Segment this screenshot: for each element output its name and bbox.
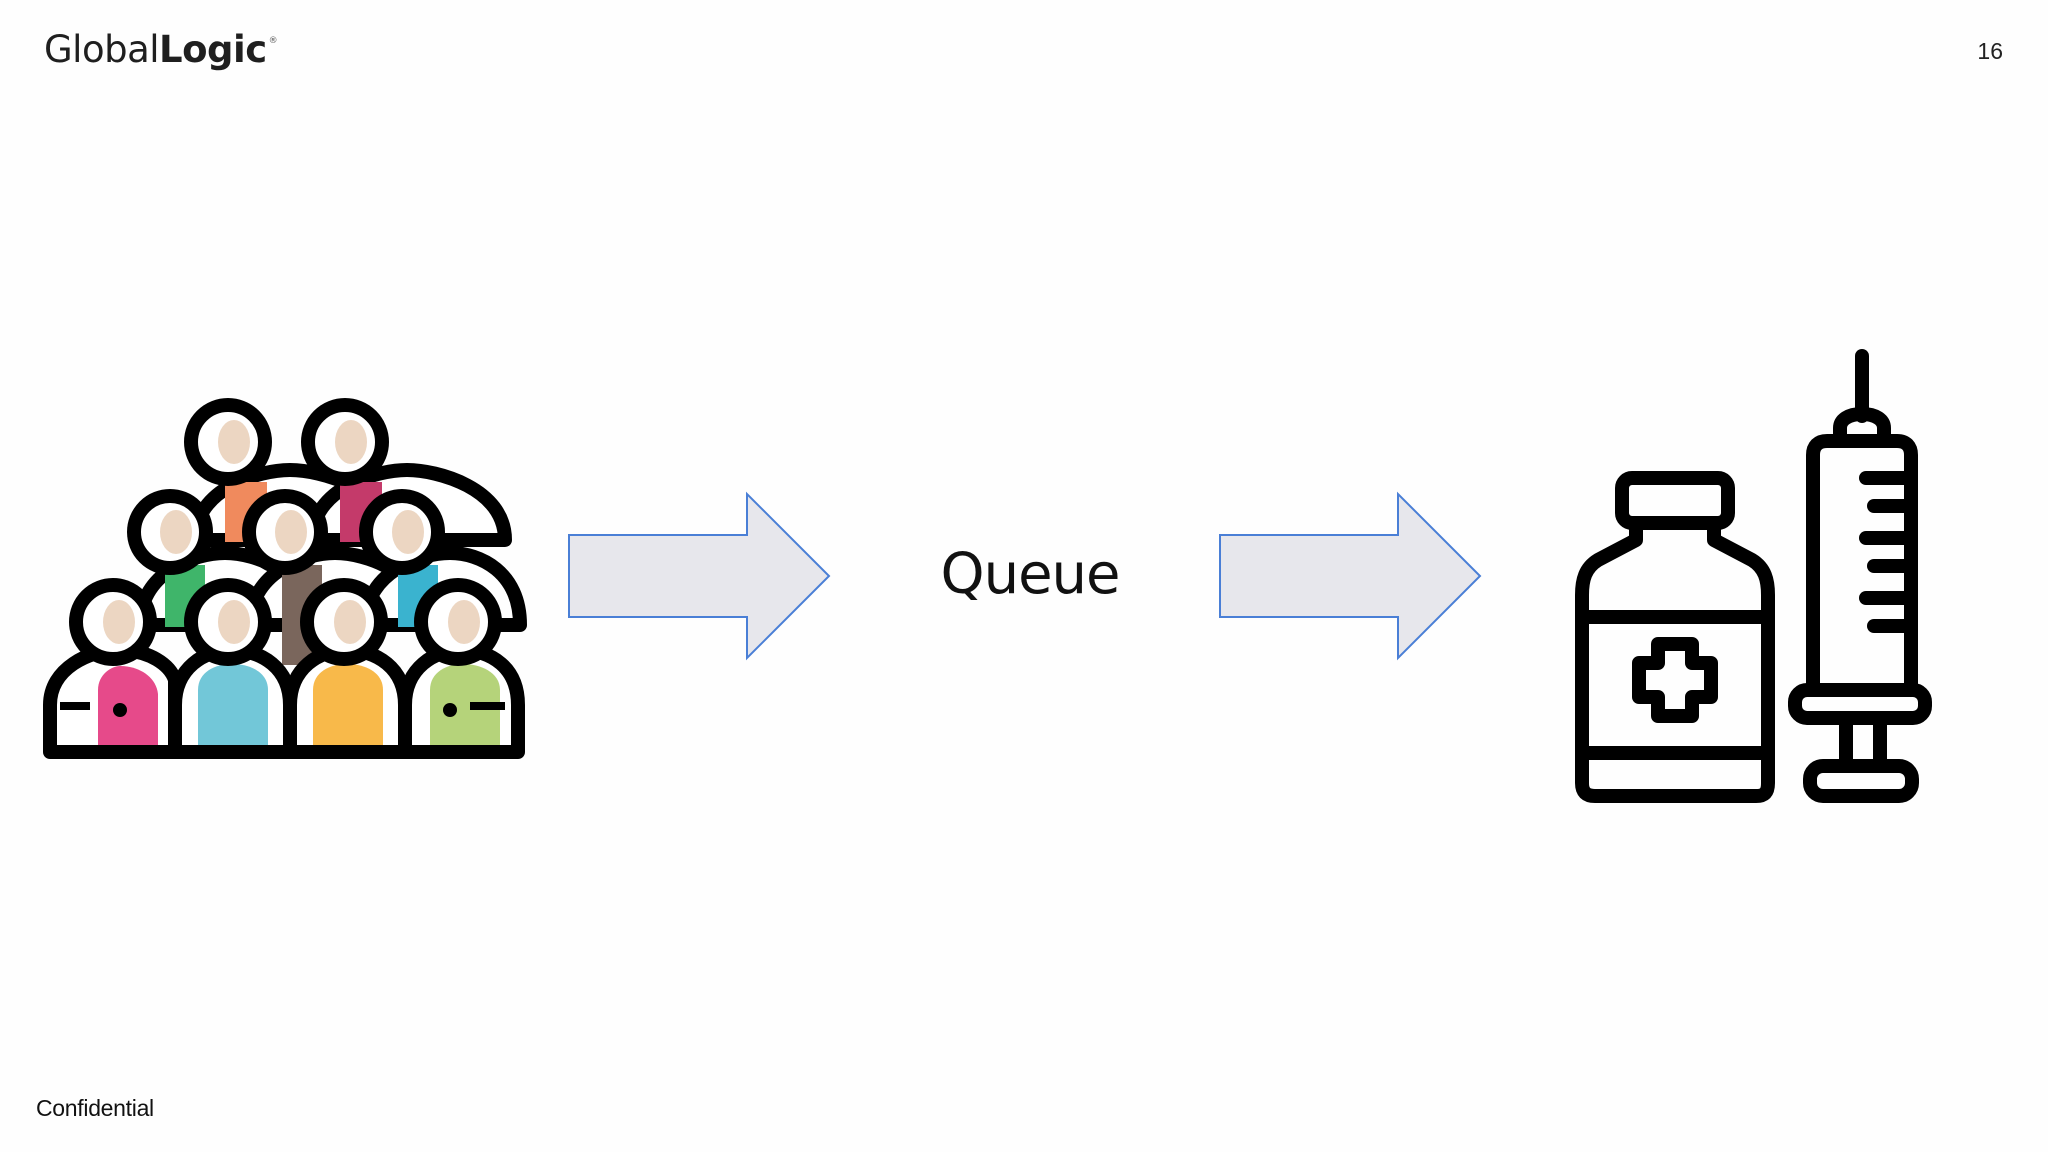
logo-text-light: Global xyxy=(44,28,160,71)
page-number: 16 xyxy=(1977,38,2003,64)
confidential-footer: Confidential xyxy=(36,1095,154,1121)
right-arrow-icon xyxy=(1219,491,1482,661)
logo-text-bold: Logic xyxy=(159,28,267,71)
crowd-icon xyxy=(43,398,527,759)
medicine-syringe-icon xyxy=(1575,349,1932,803)
right-arrow-icon xyxy=(568,491,831,661)
queue-label: Queue xyxy=(940,542,1121,607)
